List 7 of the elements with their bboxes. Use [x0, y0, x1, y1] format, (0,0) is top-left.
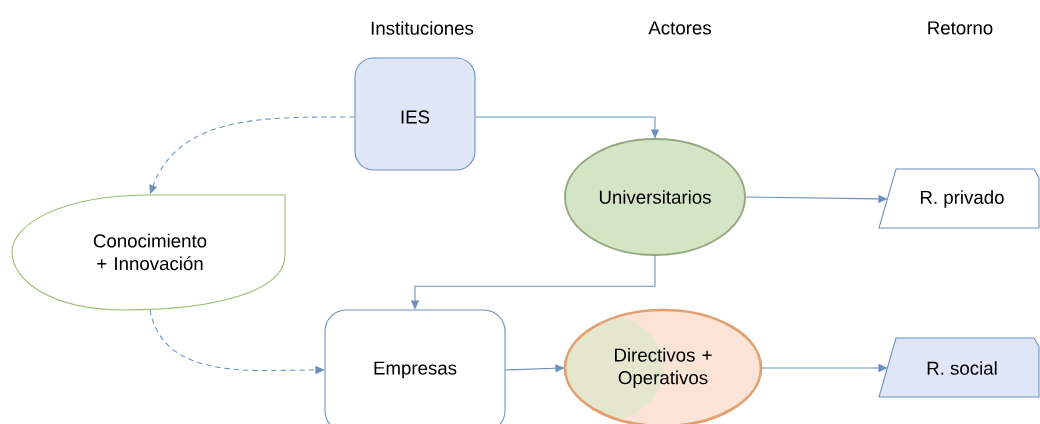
column-heading: Actores [648, 21, 711, 35]
rounded-box: Empresas [324, 309, 506, 424]
rounded-box: IES [354, 57, 476, 171]
column-heading: Instituciones [371, 21, 474, 35]
column-heading: Retorno [928, 21, 993, 35]
parallelogram: R. social [878, 337, 1040, 398]
parallelogram: R. privado [878, 168, 1040, 229]
